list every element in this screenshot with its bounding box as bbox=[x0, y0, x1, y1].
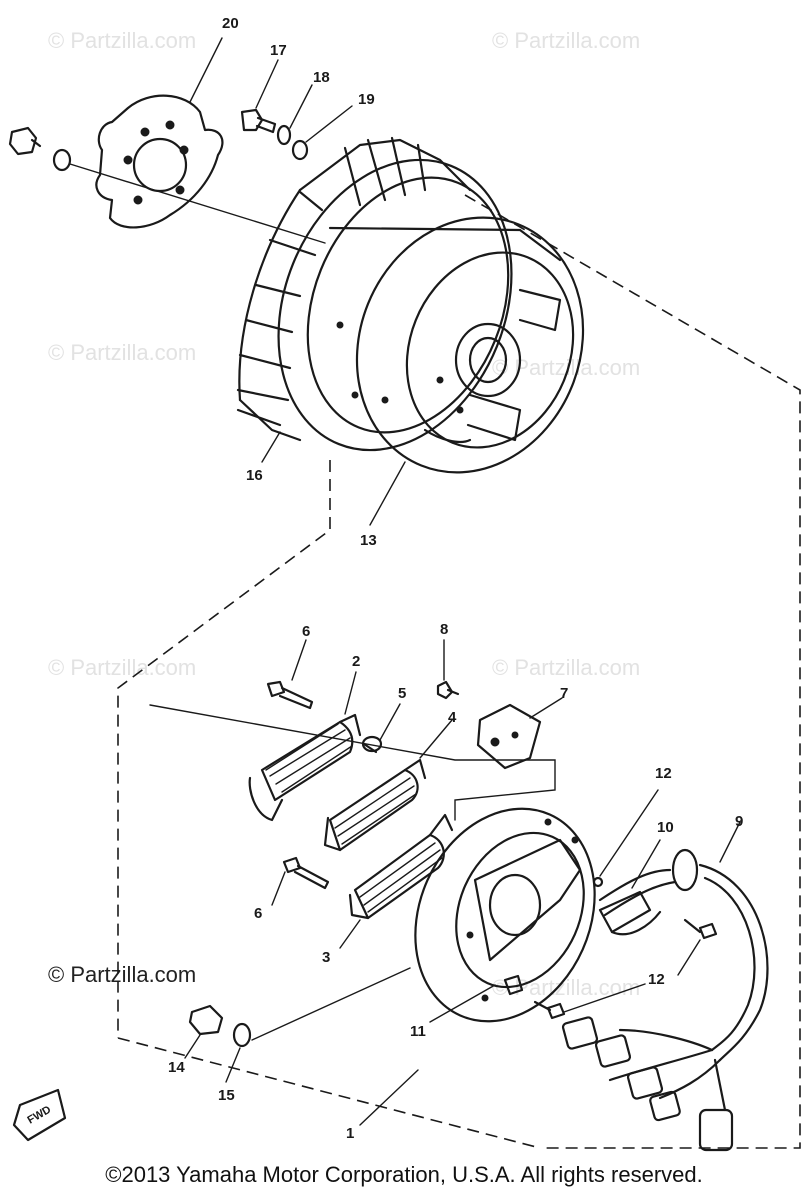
callout-16: 16 bbox=[246, 467, 263, 484]
forward-direction-arrow: FWD bbox=[12, 1088, 67, 1142]
callout-4: 4 bbox=[448, 709, 457, 726]
pin-part-5 bbox=[361, 703, 401, 754]
callout-3: 3 bbox=[322, 949, 330, 966]
stator-plate-part-1 bbox=[359, 807, 596, 1126]
coil-part-2 bbox=[248, 671, 362, 822]
screw-part-12-right bbox=[677, 918, 718, 976]
copyright-notice: ©2013 Yamaha Motor Corporation, U.S.A. A… bbox=[105, 1162, 703, 1187]
alignment-line-lower bbox=[117, 1037, 541, 1149]
watermark-logo: © Partzilla.com bbox=[48, 962, 197, 987]
callout-6-lower: 6 bbox=[254, 905, 262, 922]
bolt-17-washers bbox=[240, 59, 353, 161]
watermark: © Partzilla.com bbox=[48, 655, 197, 680]
washer-part-15 bbox=[225, 967, 411, 1083]
screw-part-8 bbox=[436, 639, 460, 700]
watermark: © Partzilla.com bbox=[492, 28, 641, 53]
callout-18: 18 bbox=[313, 69, 330, 86]
screw-part-12-lower bbox=[533, 983, 646, 1020]
callout-13: 13 bbox=[360, 532, 377, 549]
callout-7: 7 bbox=[560, 685, 568, 702]
callout-14: 14 bbox=[168, 1059, 185, 1076]
screw-part-12-upper bbox=[592, 789, 659, 888]
callout-5: 5 bbox=[398, 685, 406, 702]
watermark: © Partzilla.com bbox=[48, 340, 197, 365]
assembly-guide-line bbox=[149, 704, 556, 821]
callout-19: 19 bbox=[358, 91, 375, 108]
callout-12-upper: 12 bbox=[655, 765, 672, 782]
callout-9: 9 bbox=[735, 813, 743, 830]
wire-guide-part-10 bbox=[598, 839, 662, 936]
callout-1: 1 bbox=[346, 1125, 354, 1142]
screw-part-6-lower bbox=[271, 856, 330, 906]
bolt-part-14 bbox=[184, 1004, 224, 1059]
callout-15: 15 bbox=[218, 1087, 235, 1104]
screw-part-6-upper bbox=[266, 639, 314, 710]
coil-part-4 bbox=[323, 719, 453, 852]
coil-part-3 bbox=[339, 813, 454, 949]
condenser-part-7 bbox=[476, 697, 563, 770]
callout-20: 20 bbox=[222, 15, 239, 32]
callout-10: 10 bbox=[657, 819, 674, 836]
callout-2: 2 bbox=[352, 653, 360, 670]
callout-11: 11 bbox=[410, 1023, 426, 1040]
flywheel-rotor-part-13 bbox=[277, 158, 585, 526]
bolt-left bbox=[8, 126, 326, 244]
watermark: © Partzilla.com bbox=[48, 28, 197, 53]
wire-harness-part-9 bbox=[561, 821, 769, 1152]
screw-part-11 bbox=[503, 974, 524, 996]
cooling-fan-part-16 bbox=[236, 136, 472, 463]
fwd-label: FWD bbox=[26, 1104, 54, 1127]
rotor-plate-part-20 bbox=[95, 37, 224, 229]
callout-12-lower: 12 bbox=[648, 971, 665, 988]
alignment-line-upper bbox=[464, 194, 801, 1149]
callout-8: 8 bbox=[440, 621, 448, 638]
callout-17: 17 bbox=[270, 42, 287, 59]
callout-labels: 20 17 18 19 16 13 6 2 5 8 4 7 12 10 9 6 … bbox=[168, 15, 743, 1142]
callout-6-upper: 6 bbox=[302, 623, 310, 640]
watermark: © Partzilla.com bbox=[492, 655, 641, 680]
